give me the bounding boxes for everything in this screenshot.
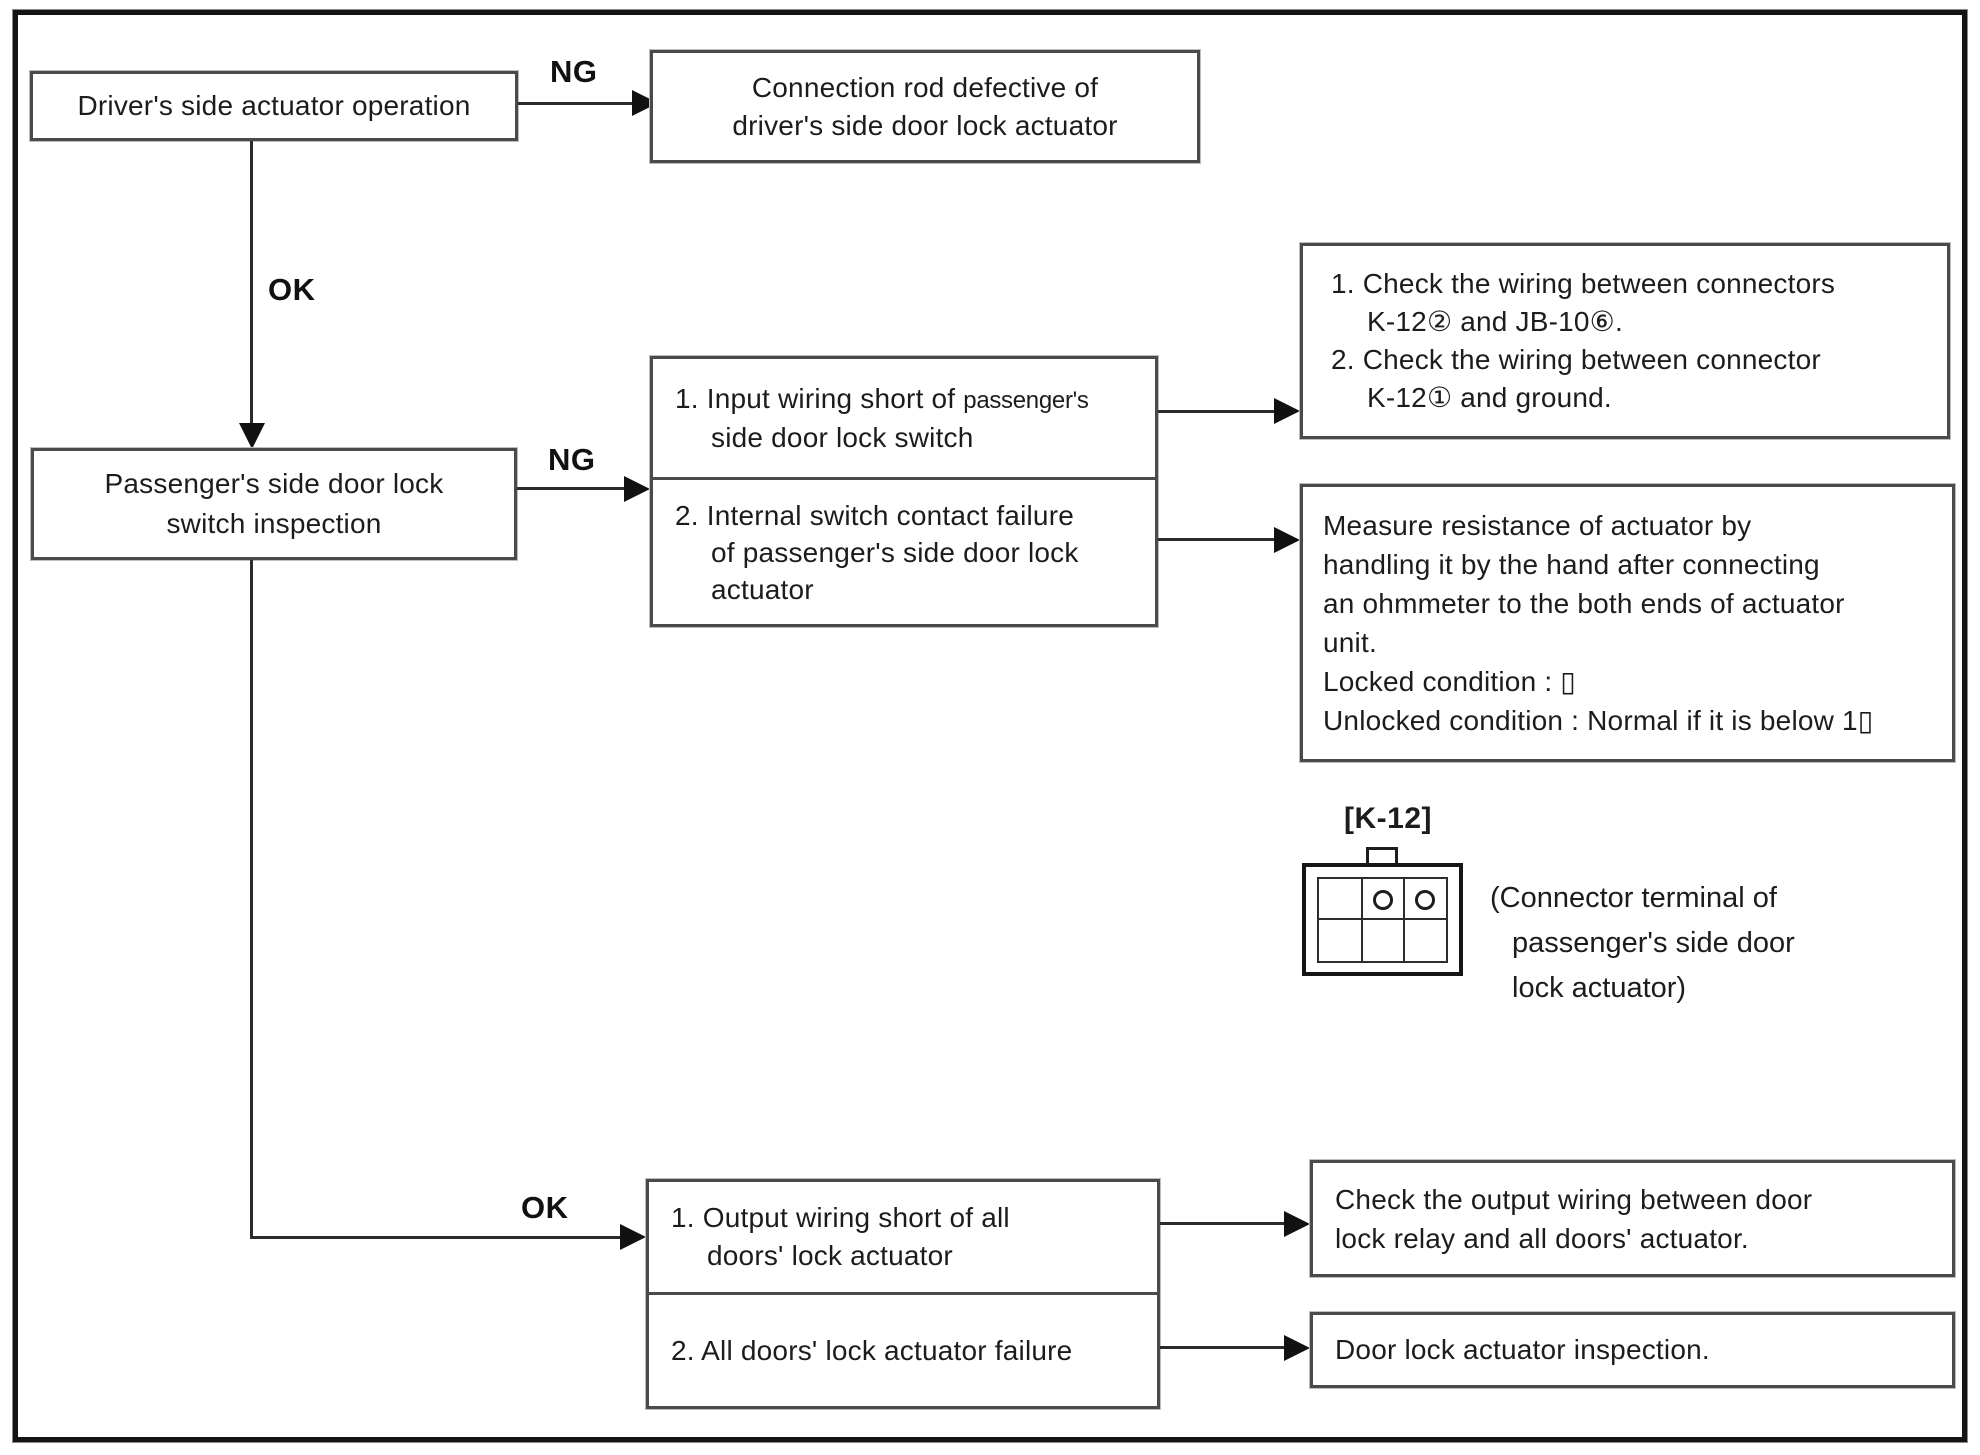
mid-cause-2: 2. Internal switch contact failure of pa…: [653, 480, 1155, 624]
connector-terminal-grid: [1317, 877, 1448, 963]
ok-label-1: OK: [268, 272, 316, 307]
mid-cause-1-small: passenger's: [963, 387, 1089, 414]
arrowhead-passenger: [239, 423, 265, 449]
mid-cause-2-line3: actuator: [711, 573, 814, 605]
diagram-frame: [13, 10, 1967, 1442]
connrod-line1: Connection rod defective of: [751, 71, 1099, 103]
bottom-causes-box: 1. Output wiring short of all doors' loc…: [646, 1179, 1160, 1409]
bottom-cause-1-line2: doors' lock actuator: [707, 1240, 953, 1271]
measure-resistance-box: Measure resistance of actuator by handli…: [1300, 484, 1955, 762]
connector-grid-col-divider-1: [1361, 877, 1363, 963]
mid-cause-1: 1. Input wiring short of passenger's sid…: [653, 359, 1155, 477]
mid-causes-box: 1. Input wiring short of passenger's sid…: [650, 356, 1158, 627]
connector-grid-col-divider-2: [1403, 877, 1405, 963]
connector-pin-2: [1373, 890, 1393, 910]
arrowhead-mid: [624, 476, 650, 502]
output-wiring-line2: lock relay and all doors' actuator.: [1335, 1222, 1749, 1254]
output-wiring-check-box: Check the output wiring between door loc…: [1310, 1160, 1955, 1277]
output-wiring-line1: Check the output wiring between door: [1335, 1183, 1813, 1215]
mid-cause-2-line2: of passenger's side door lock: [711, 536, 1079, 568]
ng-label-2: NG: [548, 442, 596, 477]
flow-line-bottom1-to-outwiring: [1160, 1222, 1286, 1225]
wiring-check-line1: 1. Check the wiring between connectors: [1331, 268, 1836, 299]
bottom-cause-2: 2. All doors' lock actuator failure: [649, 1295, 1157, 1406]
flow-line-mid1-to-wiring: [1158, 410, 1276, 413]
arrowhead-bottom-box: [620, 1224, 646, 1250]
passenger-line2: switch inspection: [166, 508, 382, 539]
arrowhead-wiring: [1274, 398, 1300, 424]
arrowhead-measure: [1274, 527, 1300, 553]
wiring-check-line3: 2. Check the wiring between connector: [1331, 344, 1821, 375]
connector-pin-1: [1415, 890, 1435, 910]
connector-grid-row-divider: [1317, 918, 1448, 920]
actuator-inspection-text: Door lock actuator inspection.: [1335, 1334, 1710, 1365]
bottom-cause-1: 1. Output wiring short of all doors' loc…: [649, 1182, 1157, 1292]
connector-k12-label: [K-12]: [1344, 802, 1433, 835]
driver-actuator-box: Driver's side actuator operation: [30, 71, 518, 141]
connector-caption: (Connector terminal of passenger's side …: [1490, 876, 1795, 1011]
mid-cause-1-line2: side door lock switch: [711, 422, 974, 453]
measure-line4: unit.: [1323, 627, 1377, 658]
ng-label-1: NG: [550, 54, 598, 89]
measure-line2: handling it by the hand after connecting: [1323, 549, 1820, 580]
flow-line-driver-down: [250, 141, 253, 426]
bottom-cause-2-text: 2. All doors' lock actuator failure: [671, 1334, 1073, 1366]
actuator-inspection-box: Door lock actuator inspection.: [1310, 1312, 1955, 1388]
passenger-switch-inspection-box: Passenger's side door lock switch inspec…: [31, 448, 517, 560]
measure-unlocked-condition: Unlocked condition : Normal if it is bel…: [1323, 705, 1874, 736]
measure-line1: Measure resistance of actuator by: [1323, 510, 1752, 541]
flow-line-passenger-to-mid: [517, 487, 628, 490]
connector-caption-line3: lock actuator): [1512, 972, 1687, 1004]
flow-line-mid2-to-measure: [1158, 538, 1276, 541]
wiring-check-line4: K-12① and ground.: [1367, 382, 1612, 413]
arrowhead-inspection: [1284, 1335, 1310, 1361]
bottom-cause-1-line1: 1. Output wiring short of all: [671, 1202, 1010, 1233]
mid-cause-2-line1: 2. Internal switch contact failure: [675, 499, 1074, 531]
flow-line-passenger-down: [250, 560, 253, 1239]
connector-caption-line2: passenger's side door: [1512, 927, 1795, 959]
wiring-check-box: 1. Check the wiring between connectors K…: [1300, 243, 1950, 439]
mid-cause-1-line1: 1. Input wiring short of passenger's: [675, 380, 1149, 419]
wiring-check-line2: K-12② and JB-10⑥.: [1367, 306, 1623, 337]
passenger-line1: Passenger's side door lock: [104, 468, 444, 499]
flow-line-driver-to-connrod: [518, 102, 636, 105]
connector-caption-line1: (Connector terminal of: [1490, 882, 1777, 914]
ok-label-2: OK: [521, 1190, 569, 1225]
measure-locked-condition: Locked condition : ▯: [1323, 666, 1576, 697]
flow-line-ok-to-bottom: [250, 1236, 622, 1239]
connrod-line2: driver's side door lock actuator: [732, 109, 1118, 141]
connection-rod-defective-box: Connection rod defective of driver's sid…: [650, 50, 1200, 163]
measure-line3: an ohmmeter to the both ends of actuator: [1323, 588, 1845, 619]
driver-actuator-text: Driver's side actuator operation: [77, 90, 471, 121]
flow-line-bottom2-to-inspection: [1160, 1346, 1286, 1349]
bottom-box-divider: [649, 1292, 1157, 1295]
arrowhead-outwiring: [1284, 1211, 1310, 1237]
mid-box-divider: [653, 477, 1155, 480]
mid-cause-1-prefix: 1. Input wiring short of: [675, 383, 964, 414]
